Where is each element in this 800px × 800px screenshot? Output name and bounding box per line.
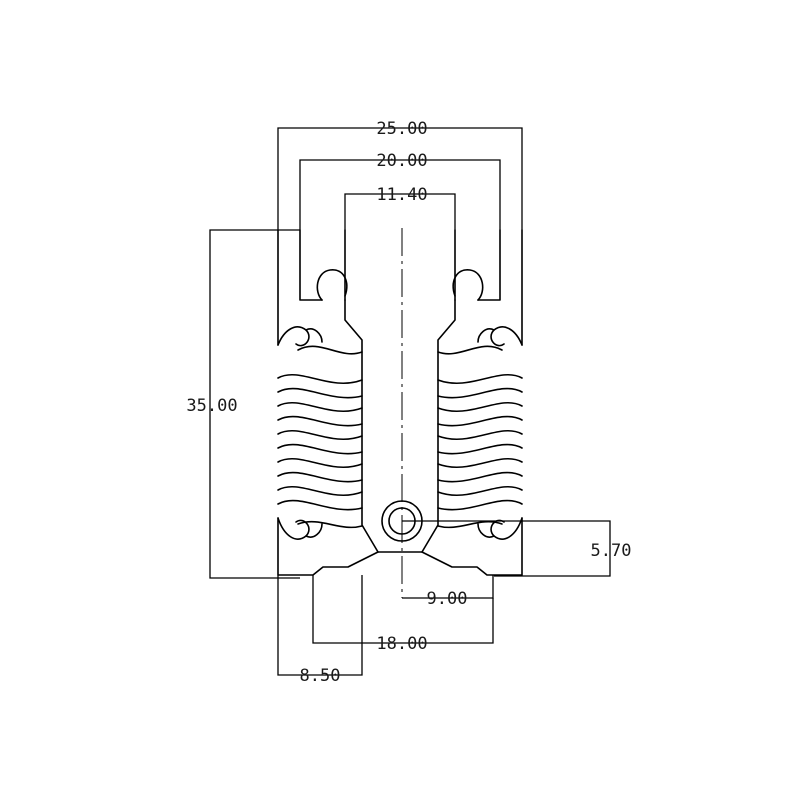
hook-loop-top-right: [452, 269, 484, 301]
right-spine: [421, 299, 456, 553]
dim-overall-width: 25.00: [376, 119, 427, 139]
dim-center-gap: 11.40: [376, 185, 427, 205]
dim-fin-offset: 8.50: [300, 666, 341, 686]
hook-loop-top-left: [316, 269, 348, 301]
left-spine: [344, 299, 379, 553]
dim-inner-width: 20.00: [376, 151, 427, 171]
dim-half-base: 9.00: [427, 589, 468, 609]
dim-height: 35.00: [186, 396, 237, 416]
dimension-labels: 25.00 20.00 11.40 35.00 5.70 9.00 18.00 …: [186, 119, 631, 686]
left-body-outline: [277, 229, 523, 576]
dim-hole-offset: 5.70: [591, 541, 632, 561]
top-frame: [299, 229, 501, 301]
heatsink-profile: [277, 228, 523, 598]
clip-curls: [277, 326, 523, 540]
right-fins: [437, 345, 523, 529]
dim-base-width: 18.00: [376, 634, 427, 654]
left-fins: [277, 345, 363, 529]
dimension-lines: [209, 127, 611, 676]
